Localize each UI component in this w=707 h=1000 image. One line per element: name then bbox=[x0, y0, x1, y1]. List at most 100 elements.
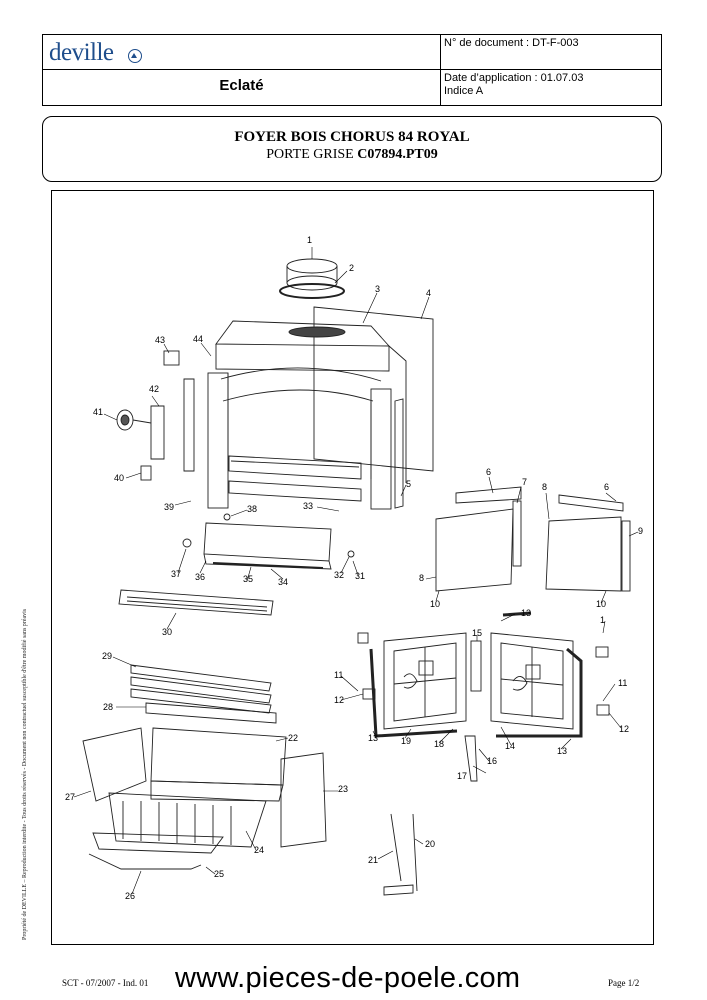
part-label: 23 bbox=[338, 784, 348, 794]
back-plate bbox=[313, 306, 434, 472]
side-panel-left bbox=[435, 508, 514, 592]
part-label: 15 bbox=[472, 628, 482, 638]
copyright-note: Propriété de DEVILLE – Reproduction inte… bbox=[22, 608, 28, 940]
side-panel-right bbox=[545, 516, 622, 592]
screw-38 bbox=[223, 513, 231, 521]
part-9 bbox=[621, 520, 631, 592]
part-label: 12 bbox=[619, 724, 629, 734]
part-label: 33 bbox=[303, 501, 313, 511]
flue-collar bbox=[279, 258, 345, 299]
door-code: C07894.PT09 bbox=[357, 147, 438, 162]
indice: Indice A bbox=[444, 85, 484, 97]
part-label: 35 bbox=[243, 574, 253, 584]
part-label: 14 bbox=[505, 741, 515, 751]
product-title: FOYER BOIS CHORUS 84 ROYAL bbox=[234, 129, 470, 145]
part-label: 10 bbox=[430, 599, 440, 609]
ash-pan bbox=[92, 832, 224, 854]
doc-number: N° de document : DT-F-003 bbox=[444, 37, 579, 49]
part-label: 19 bbox=[401, 736, 411, 746]
part-label: 8 bbox=[419, 573, 424, 583]
deville-logo: deville bbox=[49, 39, 114, 66]
part-label: 25 bbox=[214, 869, 224, 879]
handle-15 bbox=[470, 640, 482, 692]
side-bracket bbox=[183, 378, 195, 472]
footer-page-number: Page 1/2 bbox=[608, 978, 640, 988]
handle-17 bbox=[464, 735, 478, 782]
part-label: 13 bbox=[521, 608, 531, 618]
part-label: 3 bbox=[375, 284, 380, 294]
part-label: 32 bbox=[334, 570, 344, 580]
product-subtitle: PORTE GRISE C07894.PT09 bbox=[43, 147, 661, 163]
part-label: 5 bbox=[406, 479, 411, 489]
part-6-right bbox=[558, 494, 624, 512]
part-label: 10 bbox=[596, 599, 606, 609]
part-label: 41 bbox=[93, 407, 103, 417]
part-label: 27 bbox=[65, 792, 75, 802]
part-label: 26 bbox=[125, 891, 135, 901]
part-label: 16 bbox=[487, 756, 497, 766]
door-color: PORTE GRISE bbox=[266, 147, 358, 162]
part-label: 31 bbox=[355, 571, 365, 581]
grate bbox=[108, 792, 267, 848]
part-label: 22 bbox=[288, 733, 298, 743]
part-43 bbox=[163, 350, 180, 366]
ash-pan-handle bbox=[88, 853, 202, 870]
fire-tools bbox=[383, 813, 418, 896]
right-door bbox=[490, 632, 574, 730]
part-label: 7 bbox=[522, 477, 527, 487]
part-6-left bbox=[455, 486, 522, 504]
clip-right-top bbox=[595, 646, 609, 658]
screw-32 bbox=[347, 550, 355, 558]
exploded-view-frame: 1 2 3 4 43 44 42 41 40 39 38 33 5 6 7 8 … bbox=[51, 190, 654, 945]
part-label: 1 bbox=[307, 235, 312, 245]
gasket-right bbox=[496, 611, 583, 738]
part-label: 36 bbox=[195, 572, 205, 582]
part-label: 44 bbox=[193, 334, 203, 344]
part-40 bbox=[140, 465, 152, 481]
header-divider-horizontal bbox=[43, 69, 661, 70]
part-label: 9 bbox=[638, 526, 643, 536]
date-application: Date d’application : 01.07.03 bbox=[444, 72, 584, 84]
part-label: 37 bbox=[171, 569, 181, 579]
part-label: 17 bbox=[457, 771, 467, 781]
part-label: 38 bbox=[247, 504, 257, 514]
doc-title: Eclaté bbox=[219, 77, 264, 94]
part-label: 18 bbox=[434, 739, 444, 749]
clip-left-top bbox=[357, 632, 369, 644]
exploded-diagram: 1 2 3 4 43 44 42 41 40 39 38 33 5 6 7 8 … bbox=[65, 235, 643, 901]
part-label: 39 bbox=[164, 502, 174, 512]
left-door bbox=[383, 632, 467, 730]
leader-lines bbox=[73, 247, 639, 895]
firebox-body bbox=[207, 320, 407, 510]
part-label: 30 bbox=[162, 627, 172, 637]
part-label: 29 bbox=[102, 651, 112, 661]
part-label: 8 bbox=[542, 482, 547, 492]
log-retainers bbox=[130, 664, 272, 714]
header-divider-vertical bbox=[440, 35, 441, 105]
deville-flame-icon bbox=[128, 49, 142, 63]
air-regulator-knob bbox=[116, 409, 152, 431]
part-label: 11 bbox=[334, 670, 343, 680]
document-header: deville Eclaté N° de document : DT-F-003… bbox=[42, 34, 662, 106]
part-label: 34 bbox=[278, 577, 288, 587]
part-28 bbox=[145, 702, 277, 724]
air-grille bbox=[118, 589, 274, 616]
part-label: 12 bbox=[334, 695, 344, 705]
part-label: 21 bbox=[368, 855, 378, 865]
part-label: 40 bbox=[114, 473, 124, 483]
part-label: 4 bbox=[426, 288, 431, 298]
right-bracket bbox=[394, 398, 404, 509]
part-labels: 1 2 3 4 43 44 42 41 40 39 38 33 5 6 7 8 … bbox=[65, 235, 643, 901]
part-label: 43 bbox=[155, 335, 165, 345]
gasket-left bbox=[369, 648, 458, 738]
part-label: 13 bbox=[557, 746, 567, 756]
part-label: 28 bbox=[103, 702, 113, 712]
part-label: 6 bbox=[486, 467, 491, 477]
part-label: 11 bbox=[618, 678, 627, 688]
part-label: 1 bbox=[600, 615, 605, 625]
part-label: 42 bbox=[149, 384, 159, 394]
part-label: 24 bbox=[254, 845, 264, 855]
clip-12-right bbox=[596, 704, 610, 716]
footer-website-link[interactable]: www.pieces-de-poele.com bbox=[175, 962, 521, 994]
part-label: 6 bbox=[604, 482, 609, 492]
